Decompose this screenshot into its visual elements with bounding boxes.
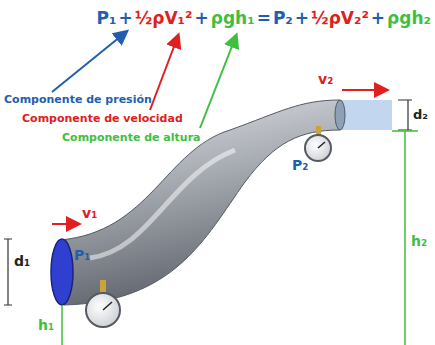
pressure-label: P₂ (292, 158, 308, 172)
equation-term: ρgh₂ (387, 8, 431, 28)
equation-term: = (257, 8, 271, 28)
equation-term: + (118, 8, 132, 28)
dimension-label: d₂ (413, 108, 428, 121)
outlet-ring (335, 100, 345, 130)
equation-term: P₁ (97, 8, 117, 28)
equation: P₁+½ρV₁²+ρgh₁=P₂+½ρV₂²+ρgh₂ (96, 8, 433, 28)
equation-term: + (295, 8, 309, 28)
pointer-arrow (150, 36, 178, 110)
velocity-arrow (342, 89, 386, 91)
equation-term: ½ρV₁² (135, 8, 193, 28)
component-name: Componente de velocidad (22, 113, 183, 124)
component-name: Componente de presión (4, 94, 152, 105)
velocity-label: v₁ (82, 206, 97, 220)
equation-term: ½ρV₂² (311, 8, 369, 28)
pipe (60, 100, 340, 305)
equation-term: + (371, 8, 385, 28)
velocity-arrow (52, 223, 78, 225)
velocity-label: v₂ (318, 72, 333, 86)
gauge-stem (100, 280, 106, 294)
equation-term: ρgh₁ (211, 8, 255, 28)
diameter-bracket (398, 100, 412, 130)
height-label: h₂ (411, 234, 427, 248)
component-name: Componente de altura (62, 132, 201, 143)
diameter-bracket (4, 239, 12, 305)
height-label: h₁ (38, 318, 54, 332)
pressure-gauge (86, 293, 120, 327)
pressure-label: P₁ (74, 248, 90, 262)
equation-term: P₂ (273, 8, 293, 28)
pressure-gauge (305, 135, 331, 161)
outlet-flow (340, 100, 392, 130)
height-line (61, 306, 63, 345)
inlet-opening (51, 239, 73, 305)
equation-term: + (194, 8, 208, 28)
pipe-highlight (90, 150, 235, 258)
pointer-arrow (200, 36, 236, 128)
dimension-label: d₁ (14, 254, 30, 268)
pointer-arrow (52, 32, 126, 92)
